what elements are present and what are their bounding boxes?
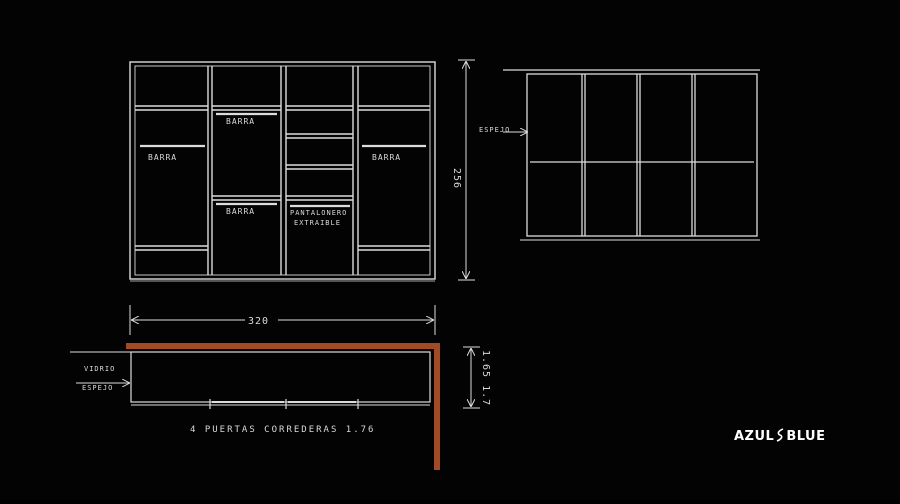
brand-logo: AZUL BLUE xyxy=(734,428,826,444)
width-dimension xyxy=(129,305,436,335)
front-elevation xyxy=(129,61,436,282)
door-mullions xyxy=(581,74,696,236)
wardrobe-inner-frame xyxy=(134,65,431,276)
brand-name-left: AZUL xyxy=(734,429,775,444)
door-elevation xyxy=(503,69,760,241)
width-dimension-label: 320 xyxy=(248,316,269,327)
label-barra-center-top: BARRA xyxy=(226,117,255,126)
height-dimension-label: 256 xyxy=(451,168,462,189)
module-1-shelves xyxy=(135,105,208,251)
height-dimension xyxy=(458,59,475,281)
label-vidrio: VIDRIO xyxy=(84,365,115,373)
label-barra-center-bottom: BARRA xyxy=(226,207,255,216)
plan-caption: 4 PUERTAS CORREDERAS 1.76 xyxy=(190,425,375,435)
label-extraible: EXTRAIBLE xyxy=(294,219,341,227)
label-barra-right: BARRA xyxy=(372,153,401,162)
label-espejo-doors: ESPEJO xyxy=(479,126,510,134)
module-3-shelves xyxy=(286,105,353,208)
wood-wall-edge xyxy=(126,343,440,470)
front-elevation-labels: BARRA BARRA BARRA PANTALONERO EXTRAIBLE … xyxy=(148,117,401,227)
label-barra-left: BARRA xyxy=(148,153,177,162)
plan-view xyxy=(70,343,480,470)
brand-name-right: BLUE xyxy=(786,429,826,444)
label-pantalonero: PANTALONERO xyxy=(290,209,347,217)
swoosh-icon xyxy=(777,428,784,442)
plan-outline xyxy=(130,351,431,403)
module-4-shelves xyxy=(358,105,430,251)
module-2-shelves xyxy=(212,105,281,206)
label-espejo-plan: ESPEJO xyxy=(82,384,113,392)
door-panel-frame xyxy=(526,73,758,237)
depth-dimension xyxy=(463,346,480,409)
depth-dimension-label: 1.65 1.7 xyxy=(480,350,491,406)
wardrobe-outer-frame xyxy=(129,61,436,280)
module-dividers xyxy=(207,66,359,275)
